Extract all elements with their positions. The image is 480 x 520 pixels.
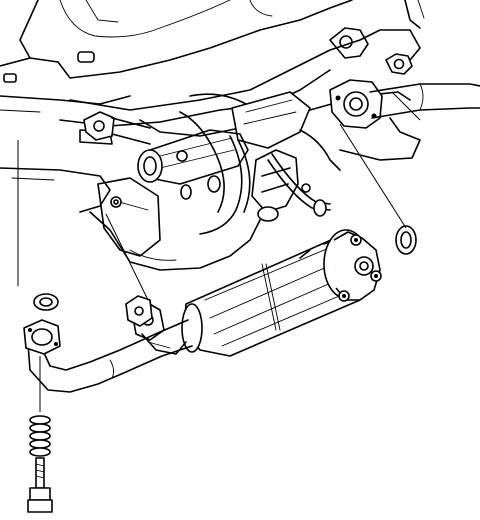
front-pipe (23, 301, 193, 393)
upper-clamp (83, 111, 151, 145)
converter-gasket (395, 225, 417, 255)
exploded-converter (181, 229, 382, 357)
spring-bolt-assembly (27, 415, 53, 513)
hanger-insulator (125, 295, 153, 327)
sensor-wiring (176, 93, 341, 235)
flange-nut (385, 53, 413, 75)
installed-converter (137, 91, 311, 222)
support-bracket (79, 129, 261, 271)
spring (29, 415, 51, 457)
leader-lines (17, 91, 421, 412)
front-gasket (33, 293, 59, 311)
bolt (27, 457, 53, 513)
rear-pipe-flange (329, 79, 480, 161)
